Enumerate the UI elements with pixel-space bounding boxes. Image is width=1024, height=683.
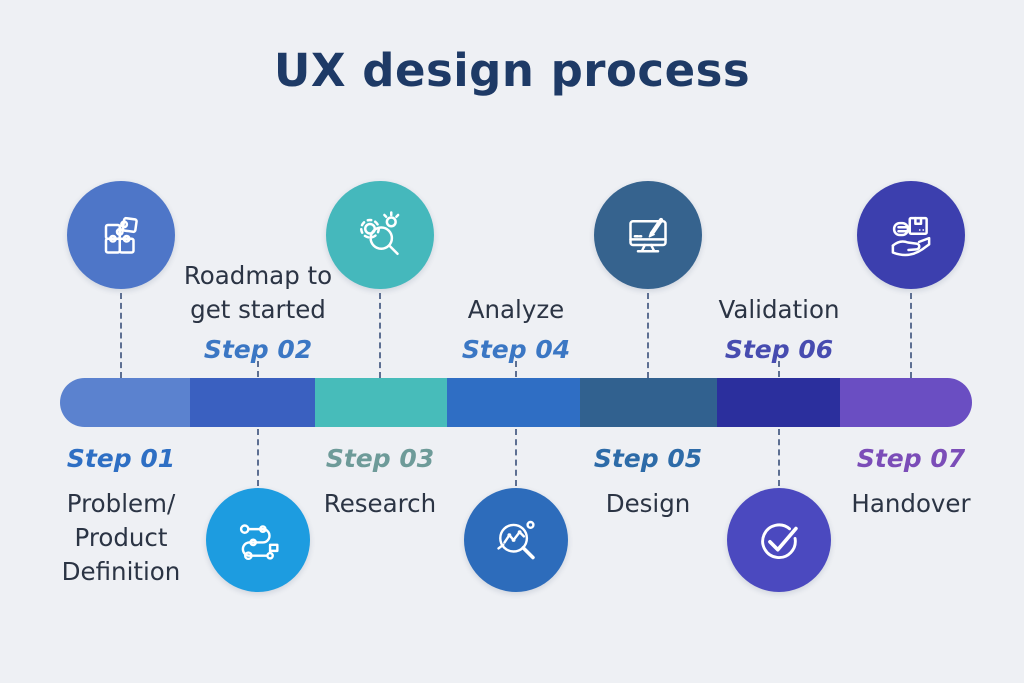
step-03-label-block: Step 03 Research <box>298 444 462 521</box>
step-05-title: Design <box>605 489 691 518</box>
check-circle-icon <box>750 511 808 569</box>
step-06-title: Validation <box>718 295 840 325</box>
step-03-icon-circle <box>326 181 434 289</box>
timeline-segment-7 <box>840 378 972 427</box>
step-04-icon-circle <box>464 488 568 592</box>
gear-magnifier-idea-icon <box>350 205 410 265</box>
timeline-segment-5 <box>580 378 717 427</box>
connector-dashed-line <box>120 293 122 378</box>
puzzle-icon <box>91 205 151 265</box>
step-02-number: Step 02 <box>203 335 313 364</box>
connector-dashed-line <box>257 429 259 486</box>
step-05-icon-circle <box>594 181 702 289</box>
connector-dashed-line <box>778 361 780 377</box>
step-01-title: Problem/ Product Definition <box>61 489 181 586</box>
step-03-title: Research <box>323 489 437 518</box>
connector-dashed-line <box>379 293 381 378</box>
step-06-number: Step 06 <box>724 335 834 364</box>
step-01-number: Step 01 <box>66 444 176 473</box>
process-timeline-bar <box>60 378 972 427</box>
step-04-title: Analyze <box>467 295 565 325</box>
design-monitor-icon <box>618 205 678 265</box>
step-07-icon-circle <box>857 181 965 289</box>
step-04-number: Step 04 <box>461 335 571 364</box>
step-01-label-block: Step 01 Problem/ Product Definition <box>39 444 203 588</box>
step-04-label-block: Analyze Step 04 <box>431 246 601 364</box>
step-05-label-block: Step 05 Design <box>566 444 730 521</box>
connector-dashed-line <box>515 429 517 486</box>
step-03-number: Step 03 <box>325 444 435 473</box>
handover-box-icon <box>881 205 941 265</box>
step-07-label-block: Step 07 Handover <box>829 444 993 521</box>
connector-dashed-line <box>515 361 517 377</box>
step-02-icon-circle <box>206 488 310 592</box>
page-title: UX design process <box>273 44 751 97</box>
connector-dashed-line <box>778 429 780 486</box>
step-01-icon-circle <box>67 181 175 289</box>
step-07-number: Step 07 <box>856 444 966 473</box>
data-magnifier-icon <box>487 511 545 569</box>
timeline-segment-1 <box>60 378 190 427</box>
connector-dashed-line <box>257 361 259 377</box>
connector-dashed-line <box>910 293 912 378</box>
connector-dashed-line <box>647 293 649 378</box>
step-07-title: Handover <box>851 489 971 518</box>
timeline-segment-2 <box>190 378 315 427</box>
timeline-segment-4 <box>447 378 580 427</box>
step-02-label-block: Roadmap to get started Step 02 <box>173 246 343 364</box>
step-06-label-block: Validation Step 06 <box>694 246 864 364</box>
step-06-icon-circle <box>727 488 831 592</box>
step-02-title: Roadmap to get started <box>183 261 333 325</box>
step-05-number: Step 05 <box>593 444 703 473</box>
route-flag-icon <box>229 511 287 569</box>
timeline-segment-6 <box>717 378 840 427</box>
timeline-segment-3 <box>315 378 447 427</box>
